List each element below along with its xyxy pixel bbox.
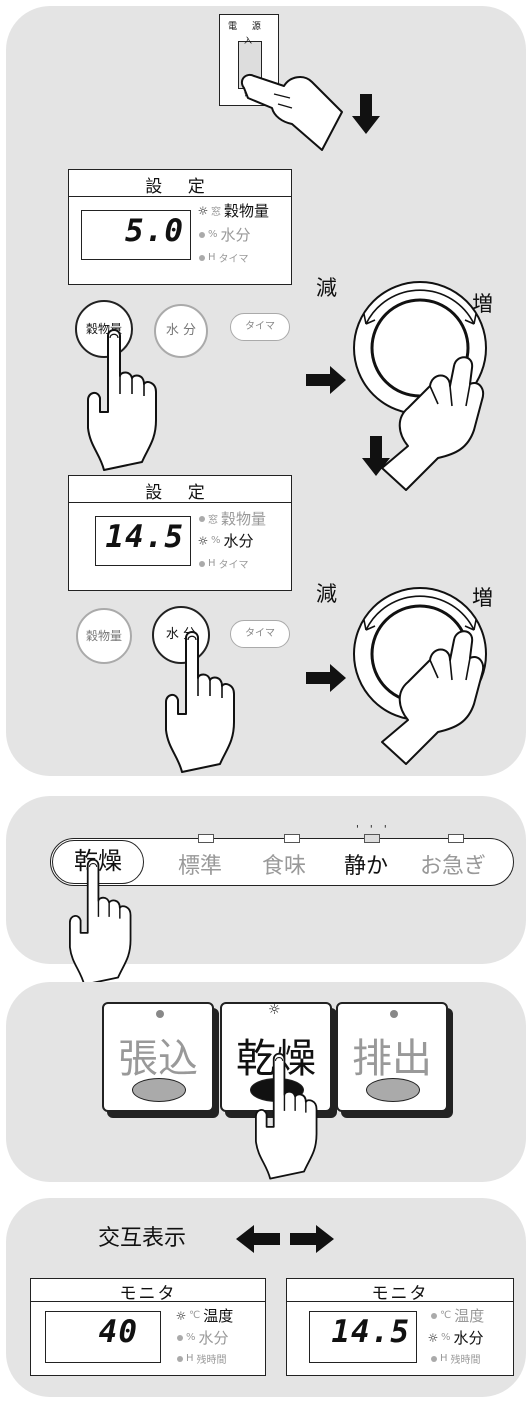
lit-lamp-icon: ☼ xyxy=(197,533,209,548)
display-title: モニタ xyxy=(371,1284,429,1304)
lit-lamp-icon: ☼ xyxy=(197,203,209,218)
indicator-moisture: %水分 xyxy=(199,224,251,245)
timer-button[interactable]: タイマ xyxy=(230,313,290,341)
dial-decrease-label: 減 xyxy=(316,276,337,300)
arrow-right-icon xyxy=(290,1225,334,1253)
arrow-down-icon xyxy=(352,94,380,134)
unlit-lamp-icon xyxy=(431,1355,437,1362)
moisture-button[interactable]: 水 分 xyxy=(154,304,208,358)
drying-mode-panel: 乾燥 標準 食味 ' ' ' 静か お急ぎ xyxy=(6,796,526,986)
moisture-button[interactable]: 水 分 xyxy=(152,606,210,664)
lcd-readout: 40 xyxy=(45,1311,161,1363)
hand-pointing-icon xyxy=(254,1052,318,1180)
lcd-value: 5.0 xyxy=(125,213,184,249)
indicator-grain: 窓穀物量 xyxy=(199,508,266,529)
key-label: 排出 xyxy=(352,1036,432,1082)
operation-key-panel: 張込 ☼ 乾燥 排出 xyxy=(6,982,526,1182)
lit-lamp-icon: ☼ xyxy=(175,1308,187,1323)
grain-amount-button[interactable]: 穀物量 xyxy=(75,300,133,358)
arrow-left-icon xyxy=(236,1225,280,1253)
key-button[interactable] xyxy=(366,1078,420,1102)
unlit-lamp-icon xyxy=(177,1355,183,1362)
lcd-value: 40 xyxy=(98,1314,138,1350)
mode-quiet[interactable]: 静か xyxy=(344,854,389,879)
lit-lamp-icon: ☼ xyxy=(268,1002,281,1018)
dial-increase-label: 増 xyxy=(472,586,493,610)
lit-lamp-icon: ☼ xyxy=(427,1330,439,1345)
display-title: モニタ xyxy=(119,1284,177,1304)
hand-pressing-switch-icon xyxy=(240,74,343,151)
hand-turning-dial-icon xyxy=(381,356,485,491)
unlit-lamp-icon xyxy=(199,560,205,567)
key-button[interactable] xyxy=(132,1078,186,1102)
timer-button[interactable]: タイマ xyxy=(230,620,290,648)
indicator-moisture: %水分 xyxy=(177,1327,229,1348)
mode-taste[interactable]: 食味 xyxy=(262,854,307,879)
hand-pointing-icon xyxy=(87,329,157,471)
mode-lamp-quiet-lit xyxy=(364,834,380,843)
arrow-down-icon xyxy=(362,436,390,476)
mode-lamp-standard xyxy=(198,834,214,843)
indicator-moisture: ☼%水分 xyxy=(197,532,254,550)
unlit-lamp-icon xyxy=(199,254,205,261)
unlit-lamp-icon xyxy=(177,1334,183,1341)
lcd-value: 14.5 xyxy=(331,1314,410,1350)
switch-label-power: 電 源 xyxy=(228,22,267,32)
mode-rush[interactable]: お急ぎ xyxy=(420,854,487,879)
mode-lamp-taste xyxy=(284,834,300,843)
key-label: 張込 xyxy=(118,1036,198,1082)
display-title: 設 定 xyxy=(145,177,215,197)
lcd-readout: 14.5 xyxy=(309,1311,417,1363)
load-key[interactable]: 張込 xyxy=(102,1002,214,1112)
indicator-grain: ☼窓穀物量 xyxy=(197,202,270,220)
lcd-value: 14.5 xyxy=(105,519,184,555)
unlit-lamp-icon xyxy=(156,1010,164,1018)
switch-label-on: 入 xyxy=(244,36,252,45)
dial-decrease-label: 減 xyxy=(316,582,337,606)
lcd-readout: 14.5 xyxy=(95,516,191,566)
unlit-lamp-icon xyxy=(431,1312,437,1319)
alternate-display-label: 交互表示 xyxy=(98,1226,187,1251)
indicator-moisture: ☼%水分 xyxy=(427,1329,484,1347)
unlit-lamp-icon xyxy=(199,231,205,238)
lit-lamp-icon: ' ' ' xyxy=(356,824,391,835)
dial-increase-label: 増 xyxy=(472,292,493,316)
display-title: 設 定 xyxy=(145,483,215,503)
hand-pointing-icon xyxy=(68,858,132,986)
mode-lamp-rush xyxy=(448,834,464,843)
hand-pointing-icon xyxy=(165,631,235,773)
hand-turning-dial-icon xyxy=(381,630,485,765)
arrow-right-icon xyxy=(306,366,346,394)
unlit-lamp-icon xyxy=(199,515,205,522)
mode-standard[interactable]: 標準 xyxy=(178,854,223,879)
discharge-key[interactable]: 排出 xyxy=(336,1002,448,1112)
unlit-lamp-icon xyxy=(390,1010,398,1018)
lcd-readout: 5.0 xyxy=(81,210,191,260)
arrow-right-icon xyxy=(306,664,346,692)
grain-amount-button[interactable]: 穀物量 xyxy=(76,608,132,664)
